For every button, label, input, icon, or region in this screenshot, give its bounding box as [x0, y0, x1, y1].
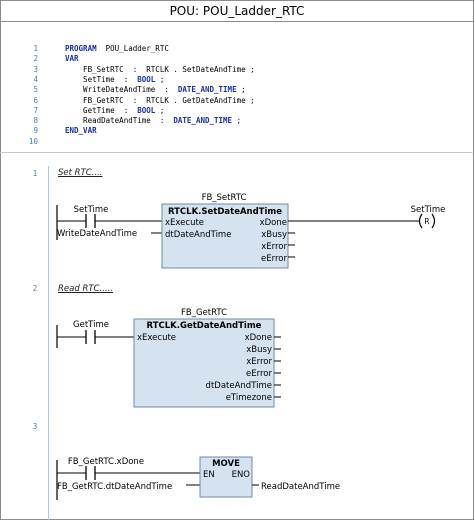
contact-label: GetTime	[73, 320, 109, 330]
keyword: VAR	[65, 54, 79, 64]
line-number: 10	[28, 136, 38, 146]
ladder-gutter	[48, 166, 49, 520]
code-line[interactable]: ReadDateAndTime : DATE_AND_TIME ;	[65, 116, 241, 125]
coil-label: SetTime	[411, 205, 446, 215]
fb-output-pin: xError	[246, 357, 272, 367]
code-text: WriteDateAndTime :	[65, 85, 178, 95]
fb-instance-name[interactable]: FB_SetRTC	[202, 193, 247, 203]
line-number: 2	[33, 54, 38, 64]
code-text: ;	[236, 85, 246, 95]
coil-symbol: R	[424, 217, 429, 226]
line-number: 9	[33, 126, 38, 136]
contact-label: SetTime	[74, 205, 109, 215]
function-block[interactable]	[161, 203, 289, 269]
line-number: 6	[33, 95, 38, 105]
code-text: FB_SetRTC : RTCLK . SetDateAndTime ;	[65, 64, 255, 74]
code-text: GetTime :	[65, 105, 138, 115]
reset-coil[interactable]	[418, 213, 436, 229]
line-number: 5	[33, 85, 38, 95]
move-block[interactable]	[199, 456, 253, 498]
block-type: MOVE	[212, 459, 240, 469]
keyword: DATE_AND_TIME	[173, 116, 233, 126]
code-line[interactable]: SetTime : BOOL ;	[65, 75, 164, 84]
rung-comment[interactable]: Read RTC.....	[58, 284, 113, 294]
fb-output-pin: xDone	[245, 333, 272, 343]
code-line[interactable]: PROGRAM POU_Ladder_RTC	[65, 44, 169, 53]
code-text: ;	[232, 116, 242, 126]
code-text: POU_Ladder_RTC	[96, 44, 169, 53]
fb-output-pin: dtDateAndTime	[206, 381, 272, 391]
fb-type: RTCLK.GetDateAndTime	[147, 321, 262, 331]
contact[interactable]	[85, 330, 96, 344]
line-number: 8	[33, 116, 38, 126]
window-title: POU: POU_Ladder_RTC	[0, 0, 474, 22]
keyword: BOOL	[137, 74, 156, 84]
keyword: DATE_AND_TIME	[177, 85, 237, 95]
fb-output-pin: eError	[246, 369, 272, 379]
editor-splitter[interactable]	[0, 152, 474, 153]
contact[interactable]	[85, 214, 96, 228]
code-line[interactable]: END_VAR	[65, 126, 97, 135]
code-line[interactable]: FB_GetRTC : RTCLK . GetDateAndTime ;	[65, 96, 255, 105]
fb-input-pin: dtDateAndTime	[165, 230, 231, 240]
fb-output-pin: xBusy	[246, 345, 272, 355]
input-variable[interactable]: FB_GetRTC.dtDateAndTime	[57, 482, 172, 492]
rung-number: 3	[32, 422, 38, 431]
keyword: END_VAR	[65, 126, 97, 136]
line-number: 1	[33, 44, 38, 53]
code-text: FB_GetRTC : RTCLK . GetDateAndTime ;	[65, 95, 255, 105]
line-number: 3	[33, 64, 38, 74]
fb-output-pin: eTimezone	[226, 393, 272, 403]
fb-output-pin: xBusy	[261, 230, 287, 240]
fb-instance-name[interactable]: FB_GetRTC	[181, 308, 227, 318]
fb-input-pin: xExecute	[137, 333, 176, 343]
fb-output-pin: xError	[261, 242, 287, 252]
rung-number: 2	[32, 284, 38, 293]
fb-type: RTCLK.SetDateAndTime	[168, 207, 282, 217]
code-line[interactable]: VAR	[65, 54, 79, 63]
line-number: 4	[33, 74, 38, 84]
keyword: PROGRAM	[65, 44, 97, 53]
contact-label: FB_GetRTC.xDone	[68, 457, 144, 467]
rung-number: 1	[32, 169, 38, 178]
keyword: BOOL	[137, 105, 156, 115]
fb-output-pin: xDone	[260, 218, 287, 228]
code-text: ;	[155, 74, 165, 84]
contact[interactable]	[85, 466, 96, 480]
code-text: SetTime :	[65, 74, 138, 84]
rung-comment[interactable]: Set RTC....	[58, 168, 103, 178]
function-block[interactable]	[133, 318, 275, 408]
code-line[interactable]: GetTime : BOOL ;	[65, 106, 164, 115]
input-variable[interactable]: WriteDateAndTime	[57, 229, 137, 239]
code-text: ;	[155, 105, 165, 115]
code-line[interactable]: WriteDateAndTime : DATE_AND_TIME ;	[65, 85, 246, 94]
fb-output-pin: eError	[261, 254, 287, 264]
eno-pin: ENO	[232, 470, 251, 480]
fb-input-pin: xExecute	[165, 218, 204, 228]
line-number: 7	[33, 105, 38, 115]
output-variable[interactable]: ReadDateAndTime	[261, 482, 340, 492]
code-line[interactable]: FB_SetRTC : RTCLK . SetDateAndTime ;	[65, 65, 255, 74]
code-text: ReadDateAndTime :	[65, 116, 174, 126]
en-pin: EN	[203, 470, 215, 480]
